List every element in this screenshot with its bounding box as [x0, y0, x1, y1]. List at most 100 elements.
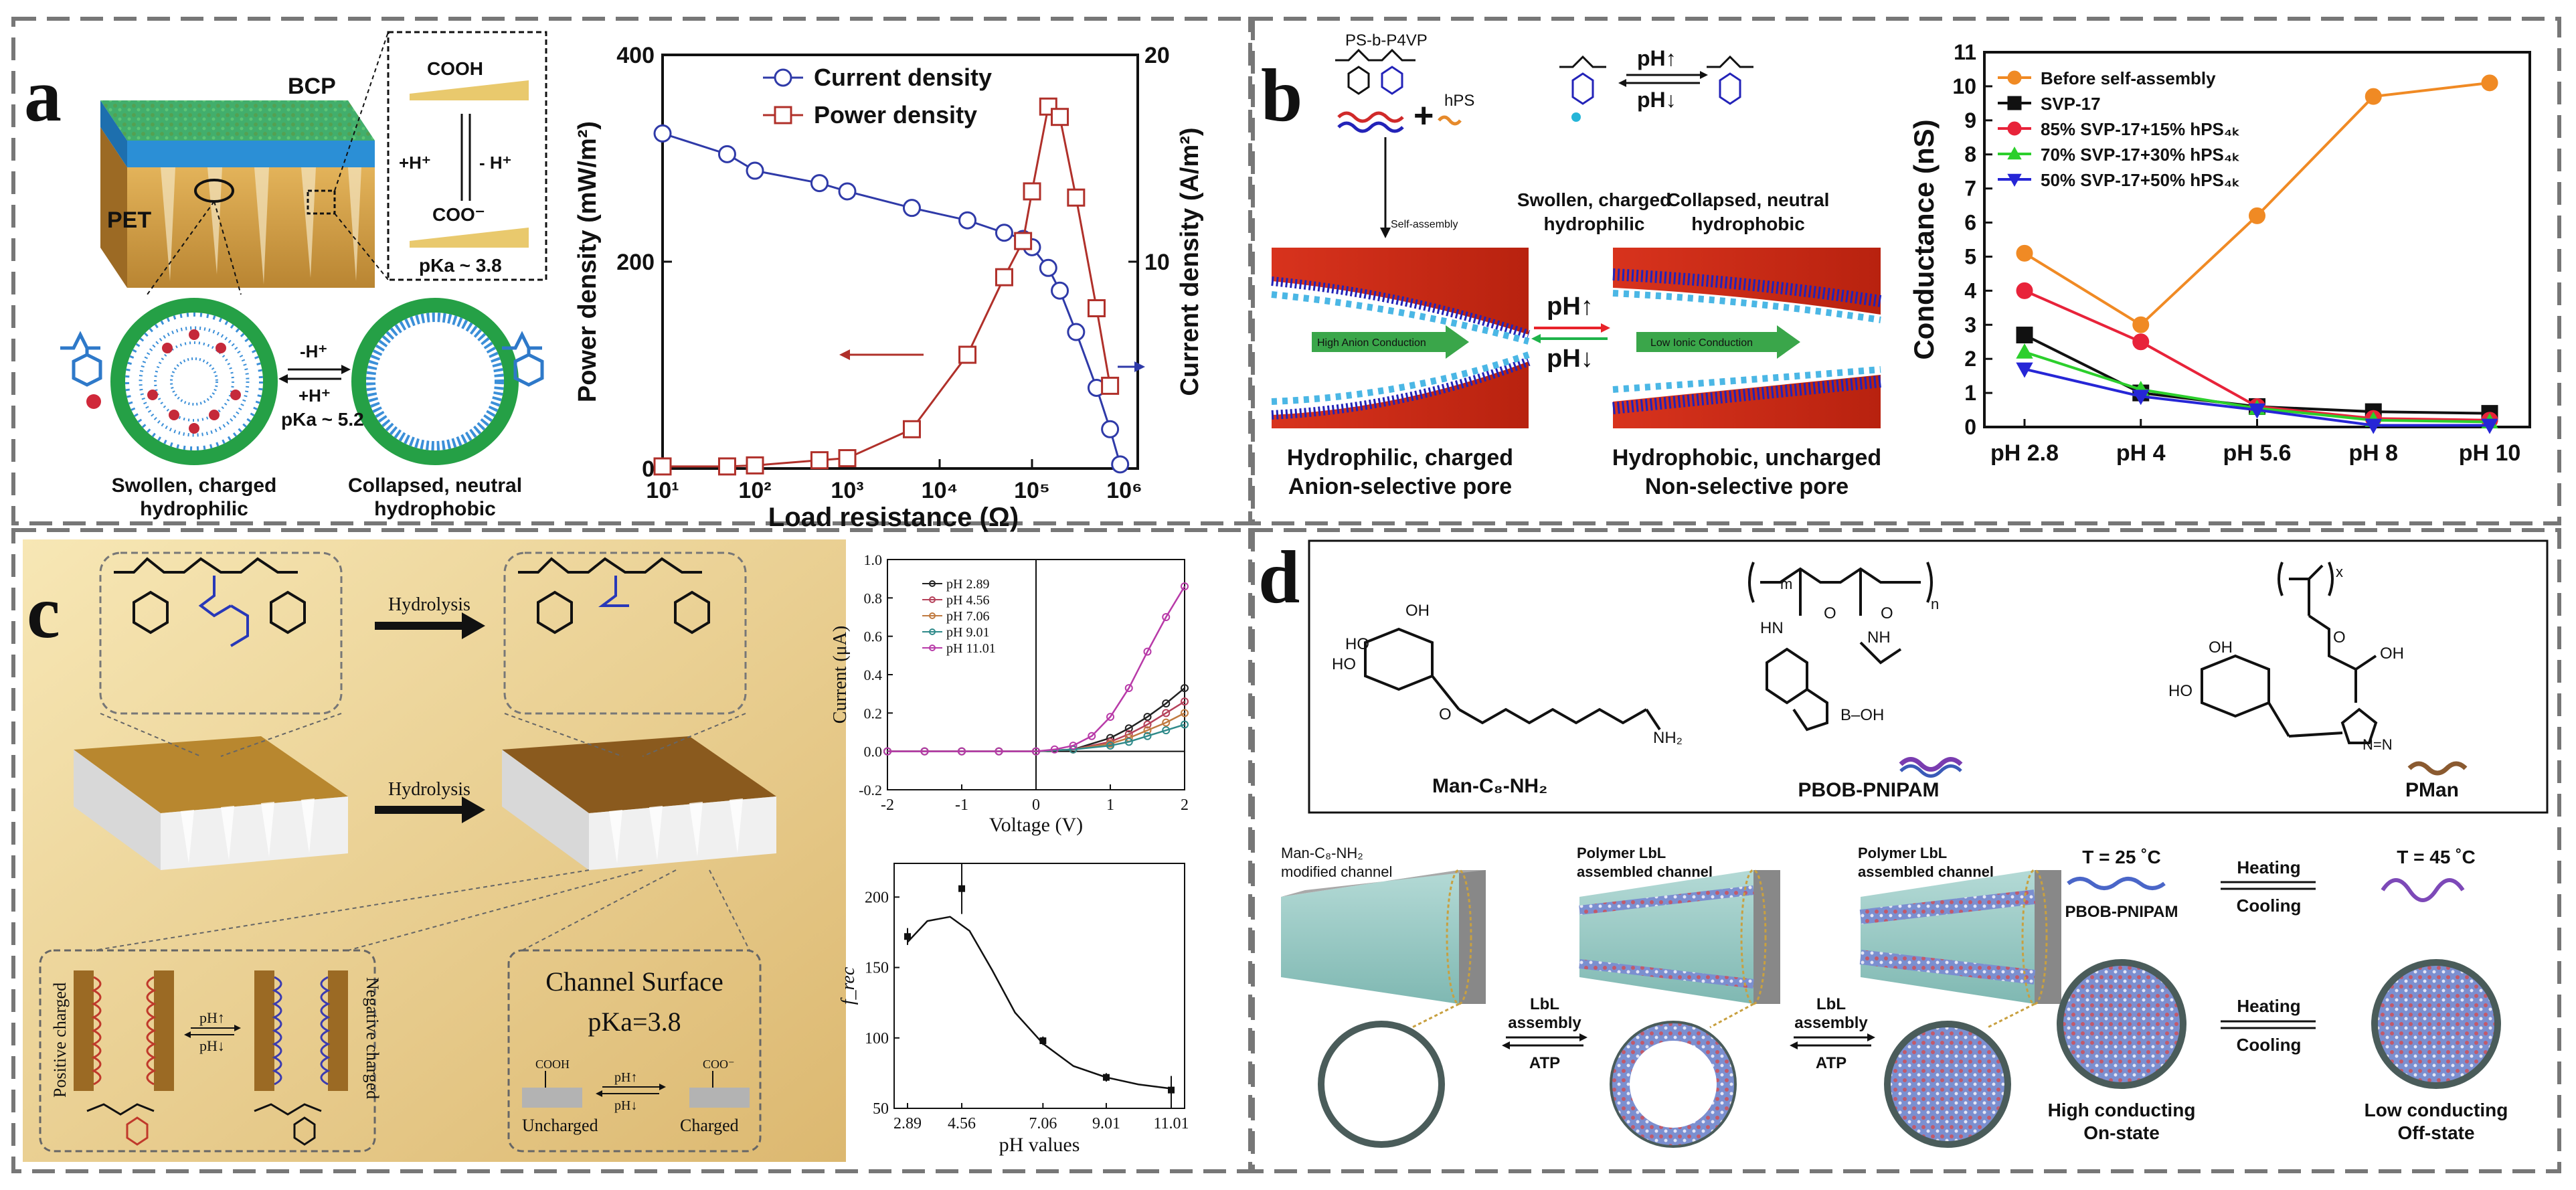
label-uncharged: Uncharged [522, 1116, 598, 1135]
x-tick-label: -1 [955, 796, 968, 814]
label-plus-h: +H⁺ [399, 153, 431, 173]
data-point [2016, 327, 2033, 344]
data-point [1050, 745, 1059, 754]
monomer-icons [60, 331, 544, 409]
y-tick-label: 0.0 [864, 744, 883, 760]
x-tick-label: 1 [1106, 796, 1114, 814]
x-tick-label: pH 5.6 [2223, 440, 2291, 466]
label-c-ph-up: pH↑ [199, 1009, 225, 1026]
label-charged: Charged [680, 1116, 739, 1135]
x-axis-label: pH values [999, 1134, 1080, 1156]
data-point [2016, 244, 2033, 262]
legend-marker [2007, 121, 2022, 136]
label-pbob: PBOB-PNIPAM [1798, 779, 1939, 801]
label-negative: Negative charged [363, 977, 382, 1099]
x-axis-label: Voltage (V) [989, 814, 1083, 836]
label-channel-surface: Channel Surface [545, 966, 723, 997]
label-ch3-2: assembled channel [1858, 863, 1994, 880]
x-tick-label: 10³ [831, 478, 863, 503]
label-top-right-2: hydrophobic [1691, 214, 1805, 234]
x-tick-label: 10⁶ [1106, 478, 1142, 503]
y-tick-label: 0.4 [864, 667, 883, 683]
data-point [1106, 713, 1114, 721]
label-high-2: On-state [2083, 1122, 2160, 1143]
data-point [1162, 726, 1171, 735]
svg-text:NH: NH [1867, 628, 1891, 647]
label-ph-down-top: pH↓ [1637, 88, 1677, 112]
data-point [902, 420, 921, 438]
pman-labels: O OH x HO OH N=N PMan [2168, 564, 2468, 801]
y-tick-label: 7 [1964, 177, 1976, 201]
legend-marker [929, 628, 936, 635]
x-tick-label: 9.01 [1092, 1115, 1120, 1132]
svg-text:m: m [1780, 576, 1792, 592]
data-point [1181, 684, 1189, 693]
data-point [1168, 1086, 1175, 1094]
y-tick-label: -0.2 [859, 782, 882, 798]
y-tick-label: 1.0 [864, 551, 883, 568]
y-tick-label: 10 [1952, 74, 1976, 98]
data-point [717, 457, 736, 476]
data-point [1014, 232, 1033, 250]
label-ph-up-top: pH↑ [1637, 46, 1677, 70]
axis-arrow-right-head [1134, 361, 1145, 372]
data-point [1124, 738, 1133, 746]
label-low-2: Off-state [2397, 1122, 2474, 1143]
data-point [1143, 732, 1152, 740]
legend-label: 70% SVP-17+30% hPS₄ₖ [2041, 145, 2239, 165]
svg-text:N=N: N=N [2363, 736, 2393, 753]
svg-text:O: O [2333, 628, 2346, 647]
data-point [1162, 699, 1171, 707]
axis-arrow-left-head [839, 349, 850, 360]
label-pbob2: PBOB-PNIPAM [2065, 903, 2178, 921]
y-tick-label: 100 [865, 1030, 889, 1047]
y-tick-label: 8 [1964, 143, 1976, 167]
pore-illustrations: High Anion Conduction Low Ionic Conducti… [1271, 248, 1882, 428]
y2-axis-label: Current density (A/m²) [1176, 127, 1204, 396]
svg-text:O: O [1824, 604, 1836, 622]
data-point [838, 182, 857, 201]
label-hydrolysis-1: Hydrolysis [388, 594, 470, 615]
x-tick-label: pH 10 [2459, 440, 2521, 466]
y-tick-label: 400 [616, 43, 655, 68]
data-point [2481, 418, 2498, 434]
label-ch3-1: Polymer LbL [1858, 845, 1947, 861]
label-plus-h2: +H⁺ [298, 386, 331, 406]
label-ph-down-mid: pH↓ [1547, 345, 1594, 373]
data-point [2016, 362, 2033, 378]
y-tick-label: 2 [1964, 347, 1976, 371]
y-tick-label: 0 [642, 456, 655, 482]
label-top-left-2: hydrophilic [1544, 214, 1645, 234]
data-point [1143, 726, 1152, 735]
label-high-anion: High Anion Conduction [1317, 337, 1426, 349]
y-axis-label: Conductance (nS) [1908, 119, 1940, 359]
legend-marker [774, 68, 792, 87]
label-top-right-1: Collapsed, neutral [1667, 189, 1830, 210]
x-tick-label: pH 2.8 [1990, 440, 2059, 466]
panel-d: d HO HO OH O NH₂ Man-C₈-NH₂ O [1258, 536, 2549, 1148]
legend-marker [2007, 70, 2022, 85]
data-point [958, 885, 966, 892]
data-point [958, 211, 977, 230]
svg-text:HO: HO [1345, 635, 1369, 653]
label-high-1: High conducting [2048, 1100, 2196, 1120]
label-ch1-2: modified channel [1281, 863, 1392, 880]
label-polymer: PS-b-P4VP [1345, 31, 1428, 50]
x-tick-label: 10⁴ [922, 478, 958, 503]
label-hps: hPS [1444, 92, 1474, 110]
svg-text:O: O [1439, 705, 1452, 724]
data-point [1162, 718, 1171, 727]
data-point [1143, 713, 1152, 721]
data-point [1032, 747, 1040, 756]
data-point [2365, 88, 2382, 105]
data-point [1069, 742, 1078, 750]
x-tick-label: 10⁵ [1014, 478, 1050, 503]
panel-a: a BCP PET COOH [24, 31, 1204, 532]
membrane-slabs [74, 713, 776, 870]
svg-text:n: n [1931, 596, 1939, 612]
data-point [995, 268, 1013, 286]
svg-text:HO: HO [2168, 682, 2193, 700]
data-point [1067, 323, 1086, 341]
